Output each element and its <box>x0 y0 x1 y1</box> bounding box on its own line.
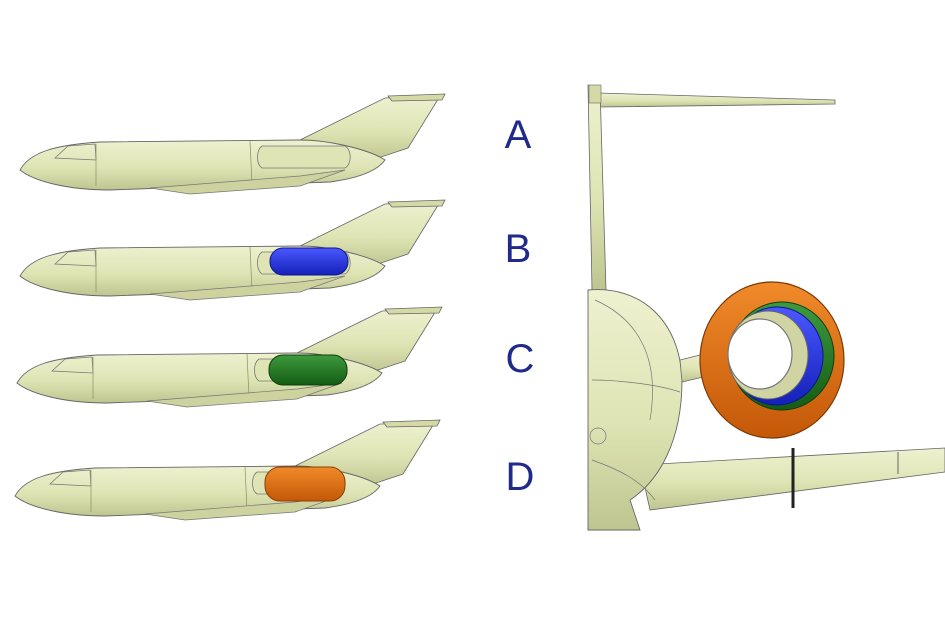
nacelle-orange <box>264 466 346 502</box>
label-c: C <box>506 337 535 381</box>
aircraft-rear-view <box>587 84 945 531</box>
label-d: D <box>506 455 535 499</box>
aircraft-side-view-a <box>19 93 446 195</box>
label-a: A <box>505 113 532 157</box>
aircraft-side-view-c <box>16 306 443 408</box>
label-b: B <box>505 227 532 271</box>
nacelle-blue <box>269 247 349 276</box>
aircraft-side-view-d <box>14 419 441 521</box>
aircraft-side-view-b <box>19 199 446 301</box>
engine-intake <box>727 318 793 390</box>
nacelle-green <box>268 354 348 386</box>
